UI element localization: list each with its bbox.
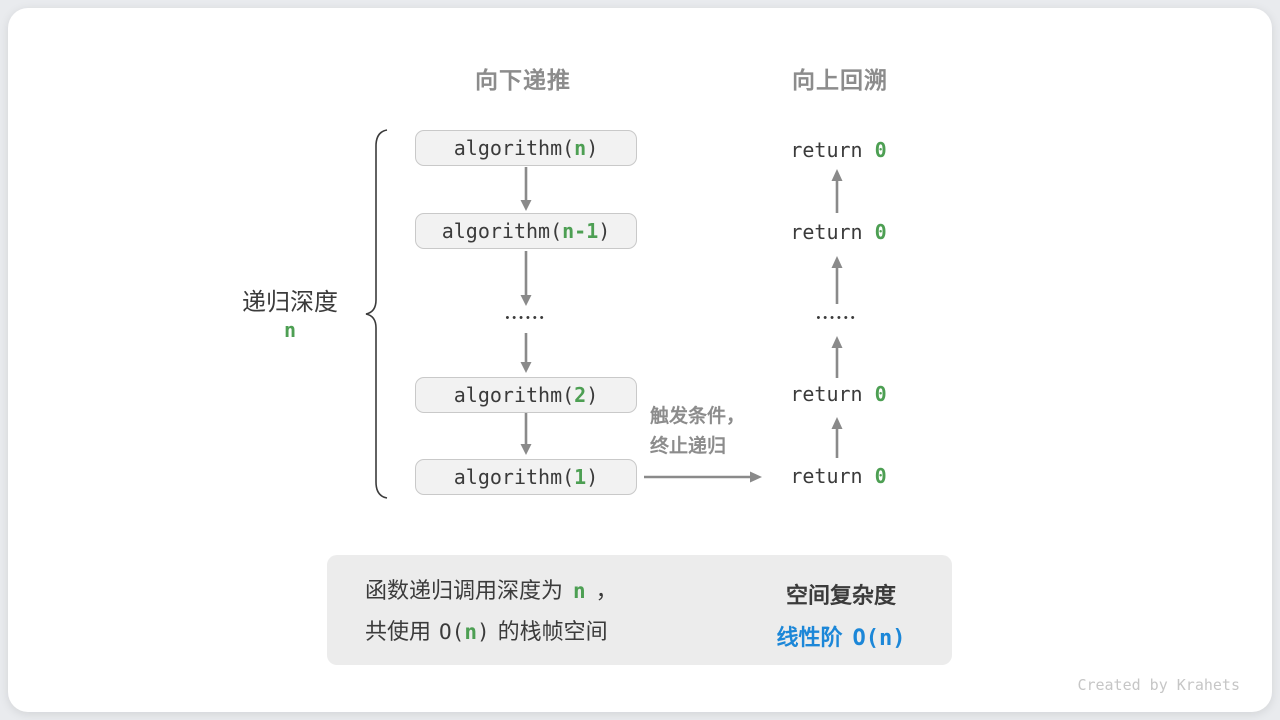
code-text: return	[790, 382, 863, 406]
ellipsis-left: ••••••	[505, 312, 547, 324]
call-frame-box-n: algorithm(n)	[415, 130, 637, 166]
credit-text: Created by Krahets	[1077, 676, 1240, 694]
complexity-code: O(n)	[439, 620, 490, 644]
code-arg: 2	[574, 383, 587, 407]
summary-var: n	[464, 620, 477, 644]
code-text: )	[892, 626, 906, 651]
code-text: return	[790, 464, 863, 488]
call-frame-box-2: algorithm(2)	[415, 377, 637, 413]
code-return-value: 0	[874, 220, 887, 244]
call-frame-box-1: algorithm(1)	[415, 459, 637, 495]
code-arg: n	[574, 136, 587, 160]
code-text: algorithm(	[441, 219, 563, 243]
complexity-code: O(n)	[853, 626, 906, 651]
code-text: O(	[852, 626, 880, 651]
code-text: O(	[439, 620, 465, 644]
summary-text: 的栈帧空间	[497, 619, 608, 644]
space-complexity-result: 线性阶 O(n)	[756, 620, 926, 652]
code-return-value: 0	[874, 382, 887, 406]
summary-text: ，	[595, 578, 618, 603]
code-var: n	[879, 626, 893, 651]
code-text: algorithm(	[453, 383, 575, 407]
termination-note-line2: 终止递归	[650, 436, 727, 457]
ellipsis-right: ••••••	[816, 312, 858, 324]
code-return-value: 0	[874, 138, 887, 162]
header-downward-recursion: 向下递推	[475, 67, 571, 93]
summary-panel	[327, 555, 952, 665]
return-statement: return 0	[760, 464, 917, 491]
result-prefix: 线性阶	[776, 625, 843, 650]
recursion-depth-label: 递归深度	[242, 289, 338, 316]
space-complexity-title: 空间复杂度	[785, 583, 896, 608]
code-text: )	[598, 219, 611, 243]
code-return-value: 0	[874, 464, 887, 488]
return-statement: return 0	[760, 382, 917, 409]
code-text: return	[790, 220, 863, 244]
code-text: )	[586, 383, 599, 407]
code-text: algorithm(	[453, 136, 575, 160]
summary-text: 共使用	[365, 619, 432, 644]
summary-line1: 函数递归调用深度为 n ，	[365, 578, 618, 604]
return-statement: return 0	[760, 138, 917, 165]
code-arg: 1	[574, 465, 587, 489]
code-arg: n-1	[562, 219, 599, 243]
summary-var: n	[573, 579, 586, 603]
summary-text: 函数递归调用深度为	[365, 578, 564, 603]
code-text: )	[586, 465, 599, 489]
return-statement: return 0	[760, 220, 917, 247]
code-text: return	[790, 138, 863, 162]
header-upward-backtracking: 向上回溯	[792, 67, 888, 93]
call-frame-box-n-1: algorithm(n-1)	[415, 213, 637, 249]
code-text: algorithm(	[453, 465, 575, 489]
code-text: )	[476, 620, 490, 644]
summary-line2: 共使用 O(n) 的栈帧空间	[365, 619, 608, 645]
code-text: )	[586, 136, 599, 160]
recursion-depth-value: n	[283, 318, 297, 342]
termination-note-line1: 触发条件，	[650, 406, 746, 427]
